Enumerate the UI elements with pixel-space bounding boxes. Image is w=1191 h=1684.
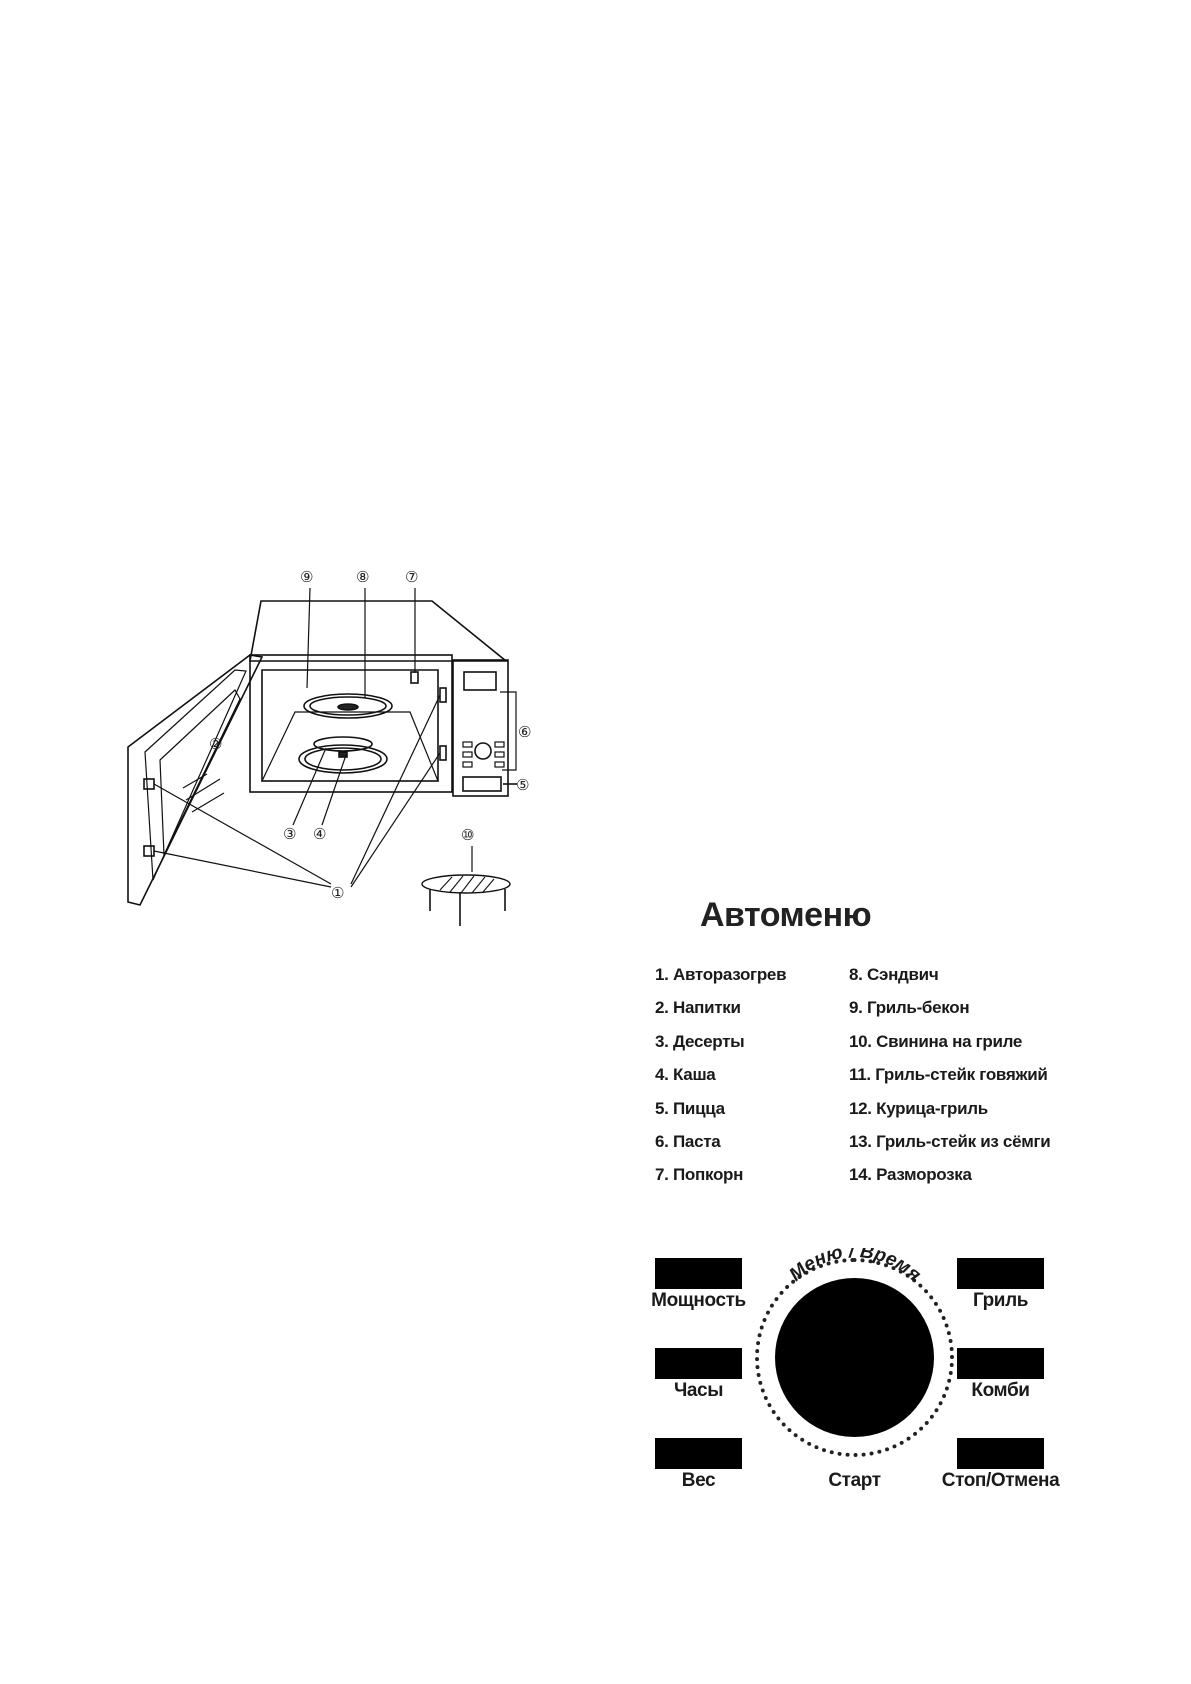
menu-item: 6. Паста [655,1131,721,1151]
grill-plate [303,693,393,719]
power-label: Мощность [651,1290,746,1311]
callout-10: ⑩ [461,826,474,844]
menu-item: 5. Пицца [655,1098,725,1118]
clock-label: Часы [673,1380,724,1401]
turntable [298,744,388,774]
menu-item: 12. Курица-гриль [849,1098,988,1118]
automenu-list-right: 8. Сэндвич 9. Гриль-бекон 10. Свинина на… [849,958,1051,1192]
clock-button [655,1348,742,1379]
callout-7: ⑦ [405,568,418,586]
automenu-title: Автоменю [700,896,872,934]
callout-5: ⑤ [516,776,529,794]
leader-lines [153,587,473,888]
door-hook-top [143,778,155,790]
combi-button [957,1348,1044,1379]
waveguide-cover [410,671,419,684]
menu-item: 7. Попкорн [655,1165,744,1185]
callout-6: ⑥ [518,723,531,741]
microwave-top [249,600,509,662]
control-panel [452,659,509,797]
panel-buttons [462,741,505,768]
menu-item: 2. Напитки [655,998,741,1018]
callout-3: ③ [283,825,296,843]
weight-label: Вес [681,1470,716,1491]
door [127,654,264,906]
callout-9: ⑨ [300,568,313,586]
weight-button [655,1438,742,1469]
power-button [655,1258,742,1289]
menu-item: 10. Свинина на гриле [849,1031,1023,1051]
svg-text:Меню / Время: Меню / Время [785,1248,924,1286]
door-window [159,689,241,856]
menu-item: 4. Каша [655,1065,716,1085]
menu-item: 9. Гриль-бекон [849,998,970,1018]
menu-item: 1. Авторазогрев [655,965,787,984]
grill-button [957,1258,1044,1289]
callout-4: ④ [313,825,326,843]
display [463,671,497,691]
grill-rack [421,874,511,926]
microwave-diagram: ⑨ ⑧ ⑦ ⑥ ⑤ ④ ③ ② ① ⑩ [127,568,531,926]
menu-item: 3. Десерты [655,1031,745,1051]
menu-time-dial [775,1278,934,1437]
dial-dotted-ring [755,1258,954,1457]
combi-label: Комби [971,1380,1030,1401]
menu-item: 14. Разморозка [849,1165,972,1185]
callout-8: ⑧ [356,568,369,586]
callout-1: ① [331,884,344,902]
panel-knob [474,742,492,760]
roller-ring [313,736,373,752]
microwave-front [249,654,453,793]
cavity-floor [261,711,439,782]
bracket-6 [500,691,517,771]
start-label: Старт [828,1470,881,1491]
door-release-button [462,776,502,792]
menu-item: 11. Гриль-стейк говяжий [849,1065,1048,1085]
automenu-list-left: 1. Авторазогрев 2. Напитки 3. Десерты 4.… [655,958,787,1192]
door-hook-bottom [143,845,155,857]
dial-label-arc: Меню / Время [785,1248,924,1286]
grill-label: Гриль [972,1290,1029,1311]
stop-cancel-button [957,1438,1044,1469]
dial-label: Меню / Время [785,1248,924,1286]
callout-2: ② [209,735,222,753]
menu-item: 8. Сэндвич [849,965,939,984]
menu-item: 13. Гриль-стейк из сёмги [849,1131,1051,1151]
coupler [338,751,348,758]
stop-cancel-label: Стоп/Отмена [941,1470,1060,1491]
latch-hole-bottom [439,745,447,761]
latch-hole-top [439,687,447,703]
